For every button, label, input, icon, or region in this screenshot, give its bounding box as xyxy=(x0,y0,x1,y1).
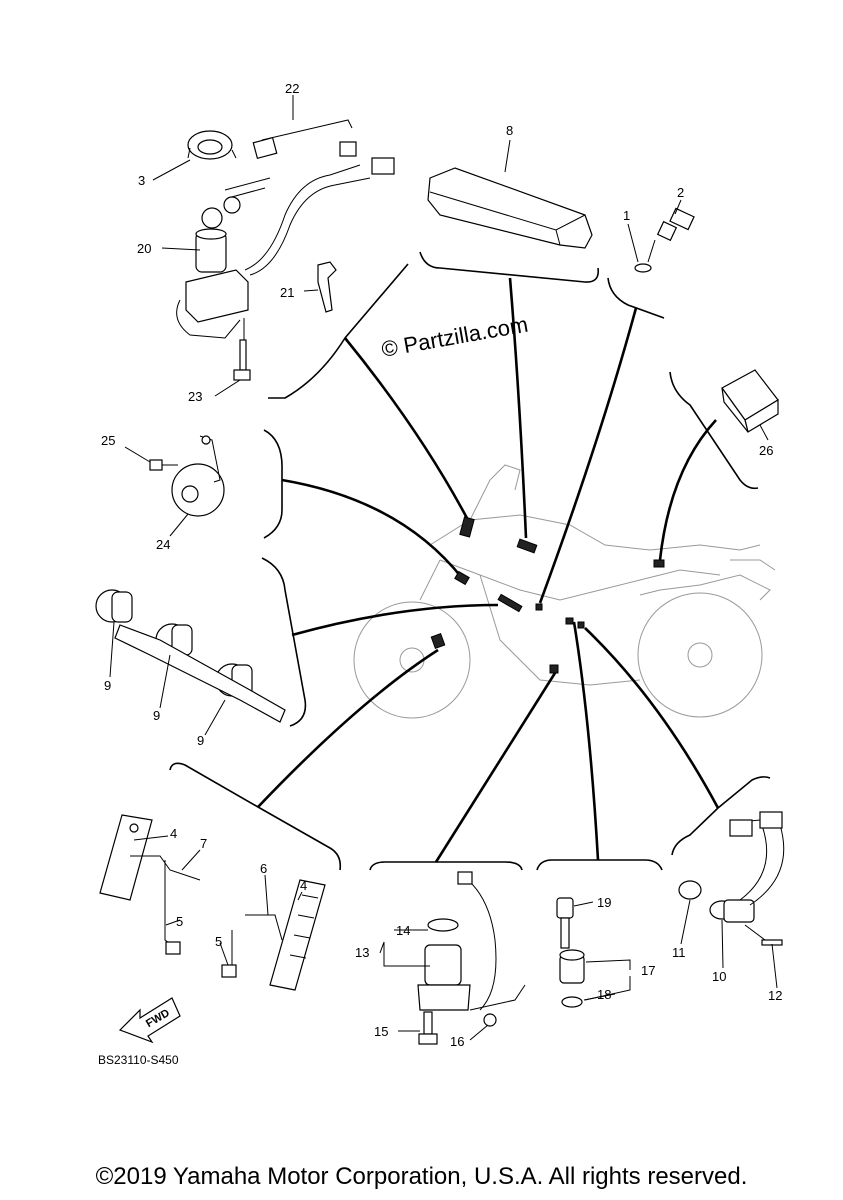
callout-7: 7 xyxy=(200,836,207,851)
callout-19: 19 xyxy=(597,895,611,910)
callout-5b: 5 xyxy=(215,934,222,949)
callout-17: 17 xyxy=(641,963,655,978)
callout-8: 8 xyxy=(506,123,513,138)
motorcycle-silhouette xyxy=(353,464,776,719)
callout-4a: 4 xyxy=(170,826,177,841)
relay-unit xyxy=(721,369,779,433)
leader-lines xyxy=(257,277,720,863)
callout-lines xyxy=(109,95,778,1041)
callout-4b: 4 xyxy=(300,878,307,893)
callout-15: 15 xyxy=(374,1024,388,1039)
callout-11: 11 xyxy=(672,945,686,960)
reflectors-and-brackets xyxy=(99,814,326,991)
callout-24: 24 xyxy=(156,537,170,552)
callout-3: 3 xyxy=(138,173,145,188)
speed-sensor-assembly xyxy=(678,811,785,946)
position-sensor-assembly xyxy=(417,871,526,1045)
ecu-unit xyxy=(427,167,593,249)
diagram-code: BS23110-S450 xyxy=(98,1053,179,1067)
callout-25: 25 xyxy=(101,433,115,448)
callout-2: 2 xyxy=(677,185,684,200)
callout-14: 14 xyxy=(396,923,410,938)
callout-26: 26 xyxy=(759,443,773,458)
callout-16: 16 xyxy=(450,1034,464,1049)
callout-labels: 1 2 3 4 4 5 5 6 7 8 9 9 9 10 11 12 13 14… xyxy=(101,81,782,1049)
bulb-sockets xyxy=(95,589,286,723)
callout-9a: 9 xyxy=(104,678,111,693)
temperature-sensor xyxy=(634,207,695,273)
callout-6: 6 xyxy=(260,861,267,876)
sensor-17-assembly xyxy=(556,897,585,1008)
callout-1: 1 xyxy=(623,208,630,223)
callout-5a: 5 xyxy=(176,914,183,929)
main-switch-assembly xyxy=(176,119,395,381)
callout-23: 23 xyxy=(188,389,202,404)
horn xyxy=(149,435,225,517)
callout-9c: 9 xyxy=(197,733,204,748)
callout-22: 22 xyxy=(285,81,299,96)
bike-location-markers xyxy=(430,516,665,674)
watermark: © Partzilla.com xyxy=(380,312,530,362)
callout-10: 10 xyxy=(712,969,726,984)
callout-9b: 9 xyxy=(153,708,160,723)
group-frames xyxy=(169,251,771,871)
copyright-notice: ©2019 Yamaha Motor Corporation, U.S.A. A… xyxy=(95,1163,748,1190)
callout-12: 12 xyxy=(768,988,782,1003)
callout-21: 21 xyxy=(280,285,294,300)
callout-20: 20 xyxy=(137,241,151,256)
fwd-arrow: FWD xyxy=(118,997,181,1044)
callout-13: 13 xyxy=(355,945,369,960)
callout-18: 18 xyxy=(597,987,611,1002)
